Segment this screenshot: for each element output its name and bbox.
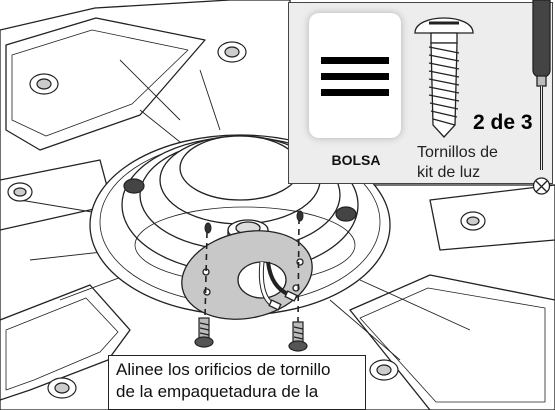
screw-label: Tornillos de kit de luz: [417, 144, 498, 181]
screwdriver-icon: [532, 0, 551, 195]
gasket: [181, 230, 313, 320]
screw-icon: [194, 317, 308, 352]
instruction-caption: Alinee los orificios de tornillo de la e…: [108, 355, 366, 410]
phillips-head-icon: [532, 177, 551, 195]
hardware-bag-icon: [309, 13, 401, 138]
alignment-lines: [204, 217, 300, 323]
caption-line-1: Alinee los orificios de tornillo: [116, 360, 331, 379]
screw-icon: [414, 17, 474, 138]
step-count: 2 de 3: [473, 111, 533, 134]
caption-line-2: de la empaquetadura de la: [116, 382, 319, 401]
bag-label: BOLSA: [331, 152, 381, 168]
mounting-holes: [7, 41, 486, 399]
hardware-inset: BOLSA 2 de 3 Tornillos de kit de luz: [288, 2, 553, 184]
